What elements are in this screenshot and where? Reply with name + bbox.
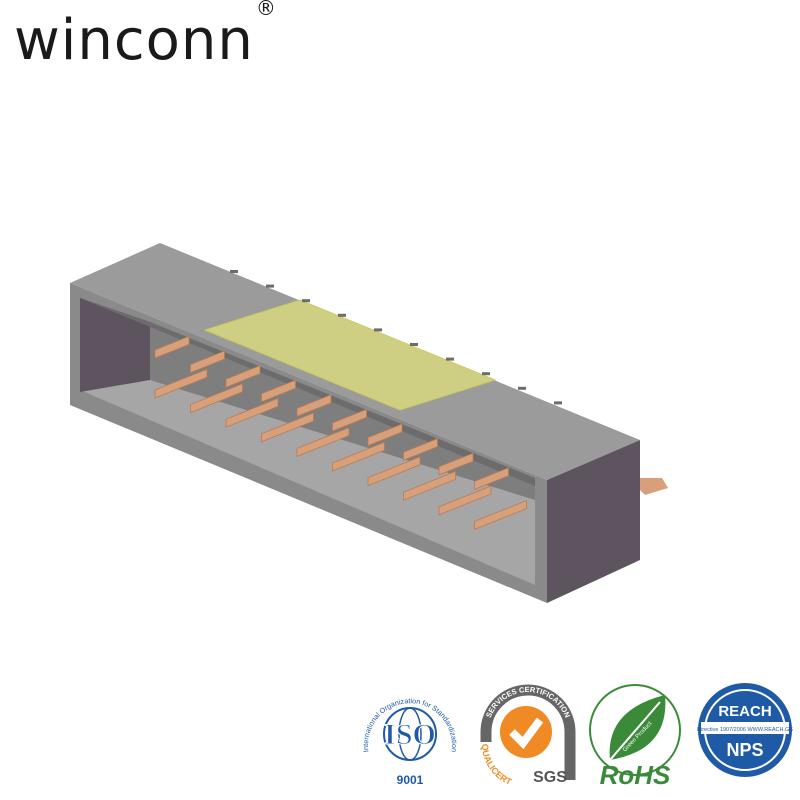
housing-side xyxy=(547,440,640,603)
top-ribs xyxy=(230,270,562,405)
pin xyxy=(225,365,261,388)
pin xyxy=(261,412,314,443)
kapton-tape xyxy=(203,299,497,411)
svg-text:RoHS: RoHS xyxy=(600,760,671,790)
reach-logo: REACH Directive 1907/2006 WWW.REACH.GS N… xyxy=(695,680,795,790)
pin xyxy=(154,335,190,359)
iso-logo: International Organization for Standardi… xyxy=(360,680,460,790)
top-rib xyxy=(446,357,454,361)
svg-text:9001: 9001 xyxy=(397,773,424,787)
rohs-logo: Green Product RoHS xyxy=(585,680,685,790)
pin xyxy=(296,427,350,457)
sgs-logo: SERVICES CERTIFICATION QUALICERT SGS xyxy=(478,680,578,790)
top-rib xyxy=(482,372,490,376)
pin xyxy=(190,350,225,374)
pin xyxy=(438,452,474,476)
pin xyxy=(403,470,456,501)
top-rib xyxy=(338,313,346,317)
svg-text:NPS: NPS xyxy=(726,740,763,760)
pin xyxy=(367,456,421,487)
pin xyxy=(403,438,438,461)
svg-text:ISO: ISO xyxy=(384,718,436,751)
top-rib xyxy=(410,343,418,346)
pin xyxy=(332,408,367,432)
pin xyxy=(261,379,296,403)
top-rib xyxy=(302,299,310,303)
svg-text:Directive 1907/2006 WWW.REACH.: Directive 1907/2006 WWW.REACH.GS xyxy=(697,727,793,733)
pin xyxy=(296,394,332,417)
pin xyxy=(154,368,208,399)
pin xyxy=(190,383,243,414)
cavity-left-wall xyxy=(80,298,150,392)
top-rib xyxy=(554,401,562,405)
smt-tail xyxy=(640,478,668,495)
top-rib xyxy=(266,284,274,288)
cavity-ceiling xyxy=(80,298,535,486)
top-rib xyxy=(374,328,382,332)
registered-mark: ® xyxy=(255,0,277,21)
pin xyxy=(474,467,509,490)
top-rib xyxy=(518,386,526,390)
pins xyxy=(154,335,527,530)
brand-logo: winconn® xyxy=(14,0,277,73)
brand-name: winconn xyxy=(14,8,254,73)
pin xyxy=(474,500,527,530)
svg-text:REACH: REACH xyxy=(718,703,771,720)
pin xyxy=(438,485,492,516)
pin xyxy=(367,423,403,447)
pin xyxy=(332,441,385,472)
svg-text:SGS: SGS xyxy=(533,769,567,786)
pin xyxy=(225,397,279,428)
top-rib xyxy=(230,270,238,273)
